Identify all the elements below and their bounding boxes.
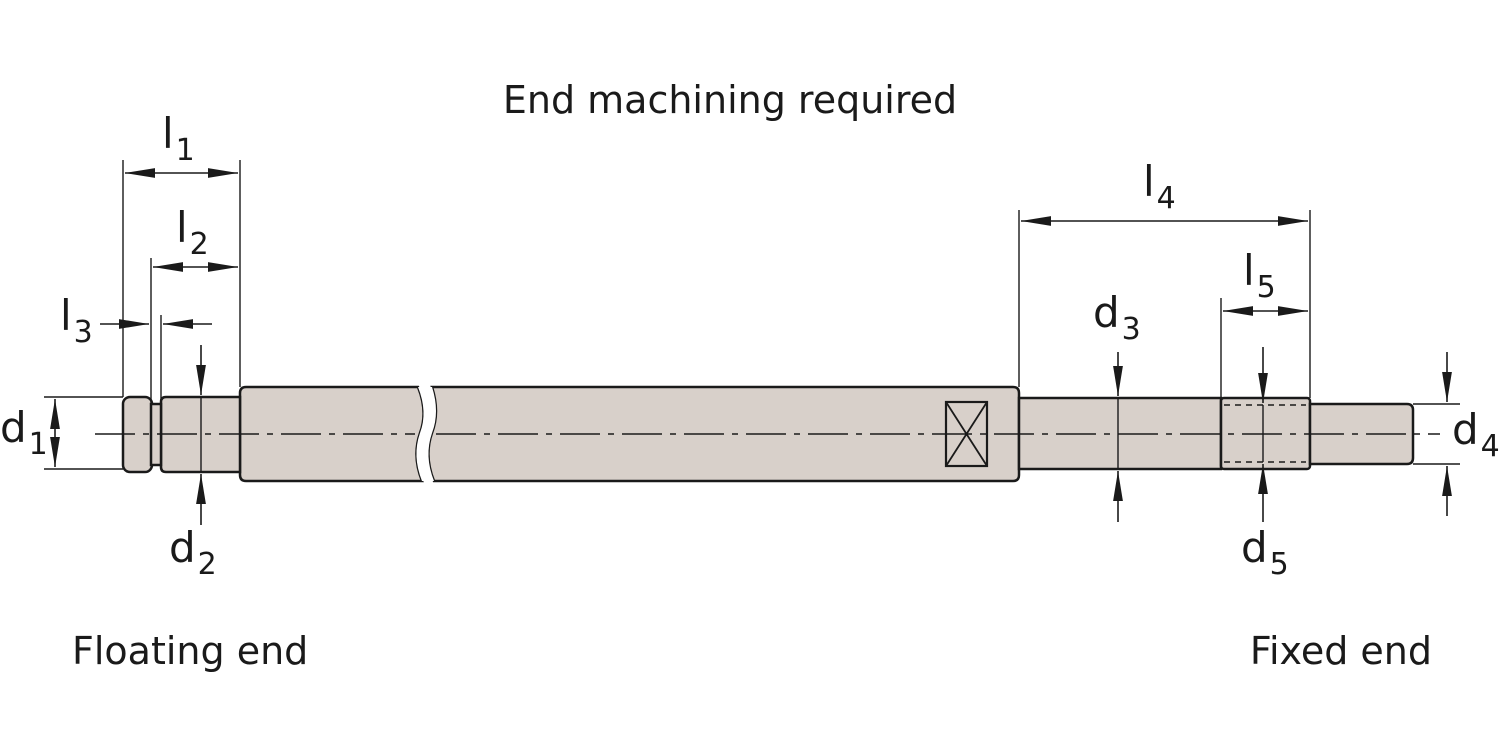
label-d4: d4 [1452, 405, 1500, 464]
fixed-end-label: Fixed end [1250, 629, 1432, 673]
label-l3: l3 [60, 291, 93, 350]
title: End machining required [503, 78, 957, 122]
extension-lines [44, 160, 1460, 470]
label-l5: l5 [1243, 246, 1276, 305]
label-d5: d5 [1241, 523, 1289, 582]
label-l2: l2 [176, 203, 209, 262]
label-d3: d3 [1093, 288, 1141, 347]
floating-end-label: Floating end [72, 629, 308, 673]
label-d1: d1 [0, 403, 48, 462]
shaft-d4-tip [1308, 402, 1415, 466]
label-d2: d2 [169, 523, 217, 582]
label-l4: l4 [1143, 157, 1176, 216]
shaft [95, 385, 1440, 483]
label-l1: l1 [162, 109, 195, 168]
